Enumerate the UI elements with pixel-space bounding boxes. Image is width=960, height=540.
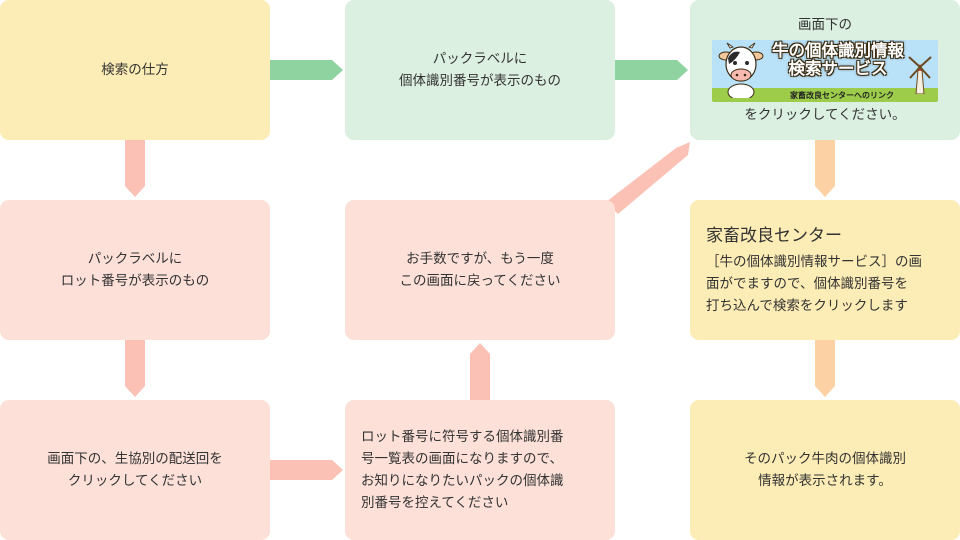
how-to-search-label: 検索の仕方 [101, 62, 169, 78]
pack-label-lot-line-2: ロット番号が表示のもの [60, 273, 210, 289]
click-banner-before: 画面下の [798, 17, 852, 33]
arrow-lotlist-to-return [470, 343, 490, 400]
box-nlbc: 家畜改良センター ［牛の個体識別情報サービス］の画 面がでますので、個体識別番号… [690, 200, 960, 340]
banner-ground [712, 88, 938, 102]
box-pack-label-individual: パックラベルに 個体識別番号が表示のもの [345, 0, 615, 140]
nlbc-body-line-3: 打ち込んで検索をクリックします [706, 298, 908, 314]
nlbc-body-line-2: 面がでますので、個体識別番号を [706, 276, 908, 292]
result-line-1: そのパック牛肉の個体識別 [744, 451, 906, 467]
banner-subtitle: 家畜改良センターへのリンク [790, 91, 894, 100]
box-click-banner: 画面下の 牛の個体識別情報 検索サービス [690, 0, 960, 140]
arrow-search-to-lot [125, 140, 145, 197]
pack-label-individual-line-2: 個体識別番号が表示のもの [399, 73, 561, 89]
box-return-screen: お手数ですが、もう一度 この画面に戻ってください [345, 200, 615, 340]
arrow-search-to-individual [270, 60, 343, 80]
banner-title-line-2: 検索サービス [788, 59, 888, 78]
lot-list-line-3: お知りになりたいパックの個体識 [361, 473, 564, 489]
pack-label-lot-line-1: パックラベルに [87, 251, 183, 267]
box-pack-label-lot: パックラベルに ロット番号が表示のもの [0, 200, 270, 340]
pack-label-individual-line-1: パックラベルに [432, 51, 528, 67]
arrow-banner-to-nlbc [815, 140, 835, 197]
nlbc-title: 家畜改良センター [706, 226, 842, 246]
return-screen-line-2: この画面に戻ってください [399, 273, 561, 289]
box-lot-list: ロット番号に符号する個体識別番 号一覧表の画面になりますので、 お知りになりたい… [345, 400, 615, 540]
click-coop-delivery-line-1: 画面下の、生協別の配送回を [47, 451, 223, 467]
lot-list-line-2: 号一覧表の画面になりますので、 [361, 451, 563, 467]
click-banner-after: をクリックしてください。 [744, 107, 906, 123]
banner-title-line-1: 牛の個体識別情報 [772, 41, 904, 60]
windmill-icon [908, 56, 932, 94]
box-result: そのパック牛肉の個体識別 情報が表示されます。 [690, 400, 960, 540]
banner-title: 牛の個体識別情報 検索サービス [764, 42, 912, 78]
click-coop-delivery-line-2: クリックしてください [67, 473, 203, 489]
box-how-to-search: 検索の仕方 [0, 0, 270, 140]
arrow-return-to-banner [606, 142, 690, 214]
arrow-lot-to-coop [125, 340, 145, 397]
lot-list-line-4: 別番号を控えてください [361, 495, 509, 511]
arrow-nlbc-to-result [815, 340, 835, 397]
nlbc-search-banner-link[interactable]: 牛の個体識別情報 検索サービス 家畜改良センターへのリンク [712, 40, 938, 102]
arrow-individual-to-banner [614, 60, 688, 80]
box-click-coop-delivery: 画面下の、生協別の配送回を クリックしてください [0, 400, 270, 540]
return-screen-line-1: お手数ですが、もう一度 [406, 251, 554, 267]
cow-icon [718, 42, 764, 98]
arrow-coop-to-lotlist [270, 460, 343, 480]
lot-list-line-1: ロット番号に符号する個体識別番 [361, 429, 564, 445]
nlbc-body-line-1: ［牛の個体識別情報サービス］の画 [706, 254, 922, 270]
result-line-2: 情報が表示されます。 [758, 473, 892, 489]
